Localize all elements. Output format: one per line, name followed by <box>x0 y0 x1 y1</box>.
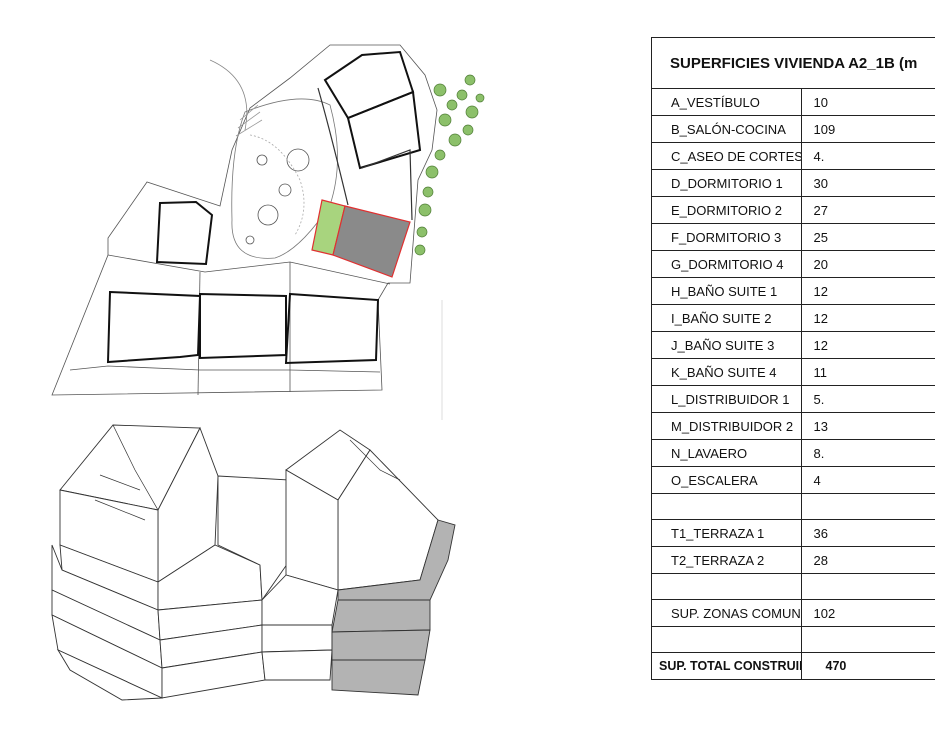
building-footprints <box>106 50 422 365</box>
row-value: 4. <box>800 142 935 170</box>
table-title: SUPERFICIES VIVIENDA A2_1B (m <box>651 37 935 89</box>
row-label: A_VESTÍBULO <box>651 88 802 116</box>
row-label: G_DORMITORIO 4 <box>651 250 802 278</box>
row-value: 8. <box>800 439 935 467</box>
row-value: 5. <box>800 385 935 413</box>
table-title-row: SUPERFICIES VIVIENDA A2_1B (m <box>651 37 935 89</box>
row-label: M_DISTRIBUIDOR 2 <box>651 412 802 440</box>
site-plan <box>51 44 438 396</box>
row-value: 11 <box>800 358 935 386</box>
row-label: K_BAÑO SUITE 4 <box>651 358 802 386</box>
row-value <box>800 626 935 653</box>
row-value: 4 <box>800 466 935 494</box>
row-value: 470 <box>800 652 935 680</box>
row-label: L_DISTRIBUIDOR 1 <box>651 385 802 413</box>
axonometric-highlight <box>331 519 456 696</box>
row-value: 102 <box>800 599 935 627</box>
total-row: SUP. TOTAL CONSTRUIDA470 <box>651 652 935 680</box>
row-value: 10 <box>800 88 935 116</box>
row-value <box>800 573 935 600</box>
unit-highlight <box>332 205 411 278</box>
row-label: F_DORMITORIO 3 <box>651 223 802 251</box>
row-value: 12 <box>800 331 935 359</box>
row-value: 109 <box>800 115 935 143</box>
row-label: O_ESCALERA <box>651 466 802 494</box>
row-value: 12 <box>800 304 935 332</box>
row-label: N_LAVAERO <box>651 439 802 467</box>
row-value: 30 <box>800 169 935 197</box>
row-label: T1_TERRAZA 1 <box>651 519 802 547</box>
row-label: T2_TERRAZA 2 <box>651 546 802 574</box>
row-label: B_SALÓN-COCINA <box>651 115 802 143</box>
row-label: SUP. ZONAS COMUNES <box>651 599 802 627</box>
row-label: I_BAÑO SUITE 2 <box>651 304 802 332</box>
row-label <box>651 573 802 600</box>
row-value: 25 <box>800 223 935 251</box>
row-value: 27 <box>800 196 935 224</box>
row-label: D_DORMITORIO 1 <box>651 169 802 197</box>
row-label: C_ASEO DE CORTESÍA <box>651 142 802 170</box>
common-row: SUP. ZONAS COMUNES102 <box>651 599 935 627</box>
surface-table: SUPERFICIES VIVIENDA A2_1B (m A_VESTÍBUL… <box>651 37 935 680</box>
row-value: 13 <box>800 412 935 440</box>
row-value: 36 <box>800 519 935 547</box>
row-value: 20 <box>800 250 935 278</box>
trees <box>414 74 485 256</box>
row-label: E_DORMITORIO 2 <box>651 196 802 224</box>
row-label: H_BAÑO SUITE 1 <box>651 277 802 305</box>
blank-row <box>651 573 935 600</box>
axonometric-view <box>51 424 439 701</box>
row-value: 12 <box>800 277 935 305</box>
row-label: J_BAÑO SUITE 3 <box>651 331 802 359</box>
blank-row <box>651 493 935 520</box>
row-value: 28 <box>800 546 935 574</box>
row-value <box>800 493 935 520</box>
axonometric-lines <box>94 424 401 521</box>
plan-walls <box>317 87 413 221</box>
blank-row <box>651 626 935 653</box>
row-label <box>651 626 802 653</box>
row-label: SUP. TOTAL CONSTRUIDA <box>651 652 802 680</box>
row-label <box>651 493 802 520</box>
